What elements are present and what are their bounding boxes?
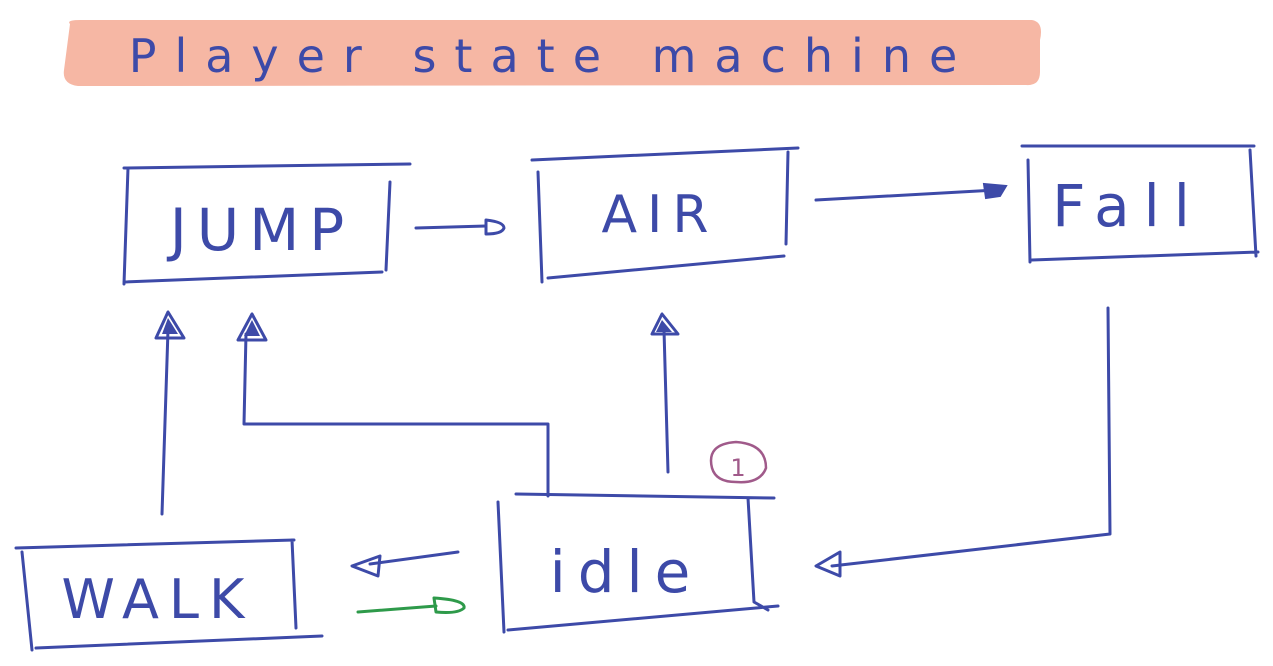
idle-label: idle bbox=[550, 538, 703, 606]
fall-label: Fall bbox=[1052, 172, 1204, 240]
arrow-fall-to-idle bbox=[814, 306, 1112, 578]
state-idle: idle bbox=[496, 492, 780, 634]
badge: 1 bbox=[709, 440, 768, 484]
jump-box bbox=[122, 162, 412, 286]
air-box bbox=[530, 146, 800, 284]
state-fall: Fall bbox=[1020, 144, 1260, 264]
arrow-jump-to-air bbox=[414, 218, 506, 236]
arrow-walk-to-jump bbox=[154, 310, 186, 516]
arrow-idle-to-walk bbox=[350, 550, 460, 578]
title-highlight bbox=[63, 20, 1042, 86]
jump-label: JUMP bbox=[167, 196, 355, 264]
arrow-idle-to-air bbox=[650, 312, 680, 474]
state-jump: JUMP bbox=[122, 162, 412, 286]
idle-box bbox=[496, 492, 780, 634]
state-walk: WALK bbox=[14, 538, 324, 652]
arrow-walk-to-idle bbox=[356, 596, 466, 614]
badge-circle bbox=[709, 440, 768, 484]
walk-box bbox=[14, 538, 324, 652]
fall-box bbox=[1020, 144, 1260, 264]
page-title: Player state machine bbox=[129, 29, 976, 83]
walk-label: WALK bbox=[62, 568, 255, 631]
arrow-idle-to-jump bbox=[236, 312, 550, 498]
title-banner: Player state machine bbox=[63, 20, 1042, 86]
state-air: AIR bbox=[530, 146, 800, 284]
air-label: AIR bbox=[601, 185, 718, 245]
arrow-air-to-fall bbox=[814, 182, 1008, 202]
badge-label: 1 bbox=[730, 454, 745, 482]
